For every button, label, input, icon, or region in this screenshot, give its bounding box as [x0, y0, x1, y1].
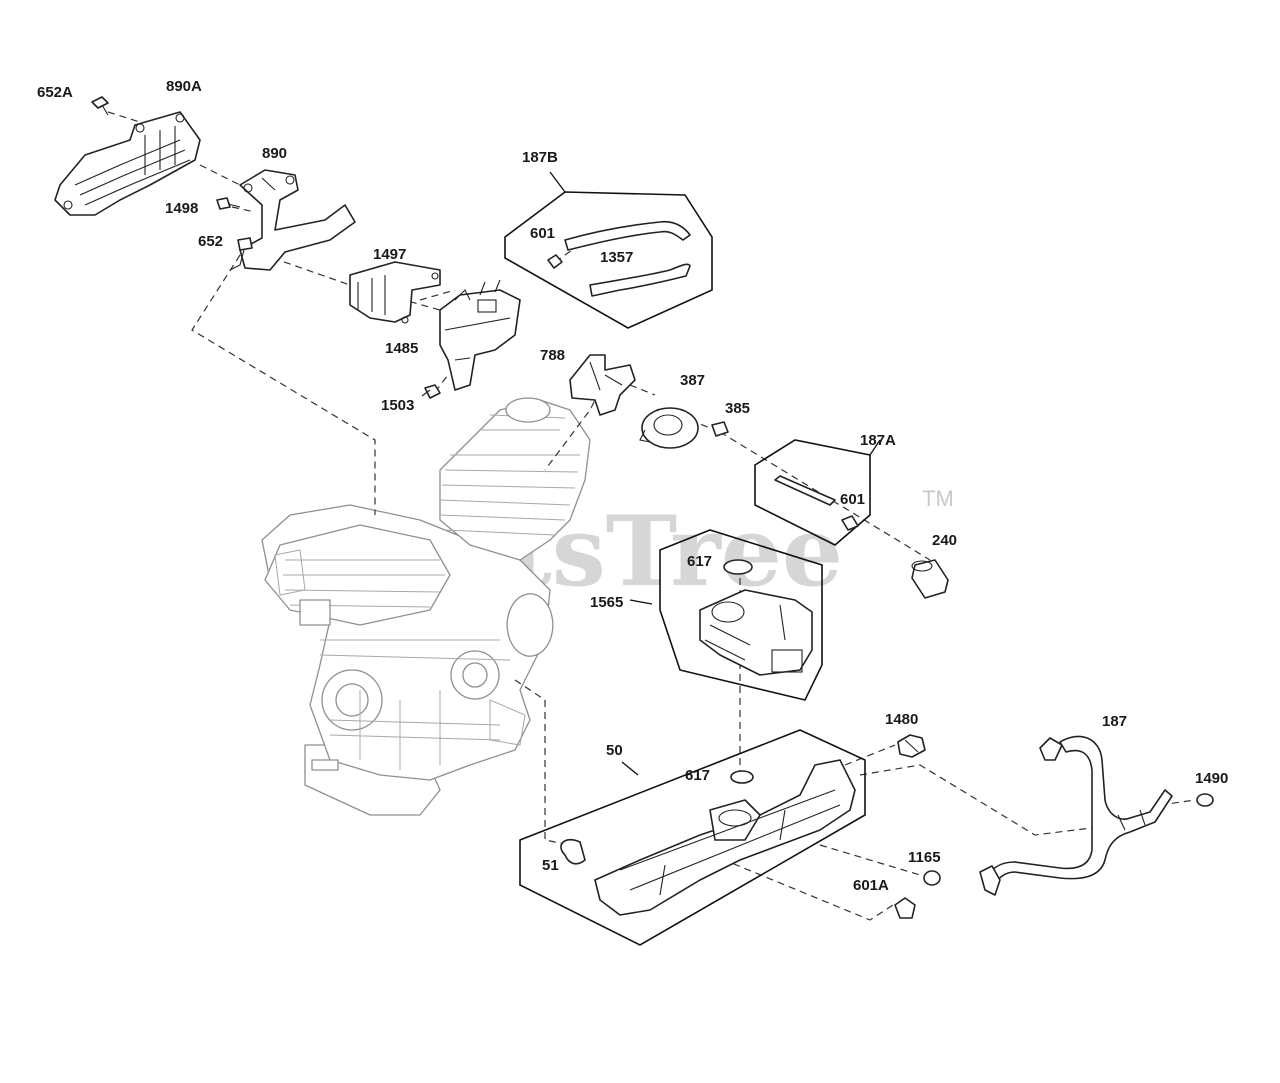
label-1165: 1165: [908, 849, 941, 866]
label-890A: 890A: [166, 78, 202, 95]
label-617-top: 617: [687, 553, 712, 570]
bolt-652A: [91, 96, 109, 116]
thermostat-387: [639, 407, 699, 449]
label-51: 51: [542, 857, 559, 874]
engine-block-illustration: [261, 397, 591, 816]
bolt-1498: [216, 197, 241, 210]
kit-box-1565: [629, 529, 823, 701]
label-1485: 1485: [385, 340, 418, 357]
label-617-bot: 617: [685, 767, 710, 784]
label-1497: 1497: [373, 246, 406, 263]
label-601A: 601A: [853, 877, 889, 894]
label-1565: 1565: [590, 594, 623, 611]
fitting-1480: [897, 734, 926, 758]
bolt-652: [229, 237, 253, 271]
label-187: 187: [1102, 713, 1127, 730]
fuel-filter-240: [911, 559, 949, 599]
label-601-top: 601: [530, 225, 555, 242]
clamp-1490: [1196, 793, 1214, 807]
label-652A: 652A: [37, 84, 73, 101]
bolt-385: [711, 421, 729, 437]
kit-box-50: [519, 729, 866, 946]
label-890: 890: [262, 145, 287, 162]
watermark-trademark: TM: [922, 486, 954, 511]
bolt-1503: [421, 384, 441, 399]
label-1480: 1480: [885, 711, 918, 728]
kit-box-187B: [504, 171, 713, 329]
label-788: 788: [540, 347, 565, 364]
label-187B: 187B: [522, 149, 558, 166]
part-labels: 652A 890A 890 1498 652 1497 187B 601 135…: [37, 78, 1228, 894]
cap-1165: [923, 870, 941, 886]
bracket-788: [569, 354, 636, 416]
mounting-bracket-890A: [54, 111, 201, 216]
hose-assembly-187: [979, 735, 1173, 896]
kit-box-187A: [754, 439, 881, 546]
label-1490: 1490: [1195, 770, 1228, 787]
label-1503: 1503: [381, 397, 414, 414]
clip-601A: [894, 897, 916, 919]
label-1357: 1357: [600, 249, 633, 266]
fuel-pump-1485: [439, 279, 521, 391]
label-385: 385: [725, 400, 750, 417]
label-240: 240: [932, 532, 957, 549]
bracket-1497: [349, 261, 441, 324]
label-1498: 1498: [165, 200, 198, 217]
label-652: 652: [198, 233, 223, 250]
label-601-mid: 601: [840, 491, 865, 508]
label-387: 387: [680, 372, 705, 389]
label-187A: 187A: [860, 432, 896, 449]
label-50: 50: [606, 742, 623, 759]
bracket-890: [239, 169, 356, 271]
